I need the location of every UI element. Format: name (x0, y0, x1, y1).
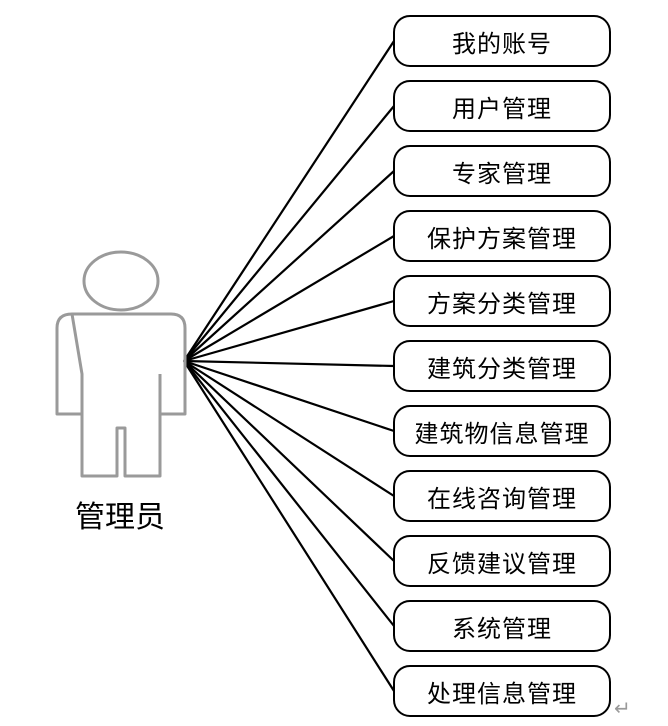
use-case: 保护方案管理 (393, 210, 611, 262)
association-line (183, 359, 395, 433)
use-case: 方案分类管理 (393, 275, 611, 327)
actor-head (82, 250, 160, 312)
use-case: 反馈建议管理 (393, 535, 611, 587)
association-line (183, 40, 395, 362)
use-case: 处理信息管理 (393, 665, 611, 717)
use-case: 系统管理 (393, 600, 611, 652)
paragraph-mark: ↵ (614, 696, 631, 720)
actor-body (55, 312, 187, 478)
actor-label: 管理员 (75, 500, 165, 535)
use-case: 我的账号 (393, 15, 611, 67)
use-case: 在线咨询管理 (393, 470, 611, 522)
association-line (183, 360, 395, 497)
association-line (183, 105, 395, 362)
use-case: 专家管理 (393, 145, 611, 197)
association-line (183, 360, 395, 627)
association-line (183, 360, 395, 692)
use-case: 建筑分类管理 (393, 340, 611, 392)
association-line (183, 170, 395, 362)
association-line (183, 360, 395, 562)
association-line (183, 359, 395, 368)
use-case: 用户管理 (393, 80, 611, 132)
association-line (183, 299, 395, 363)
association-lines (183, 40, 395, 692)
person-outline-icon (55, 250, 187, 478)
association-line (183, 235, 395, 362)
use-case: 建筑物信息管理 (393, 405, 611, 457)
